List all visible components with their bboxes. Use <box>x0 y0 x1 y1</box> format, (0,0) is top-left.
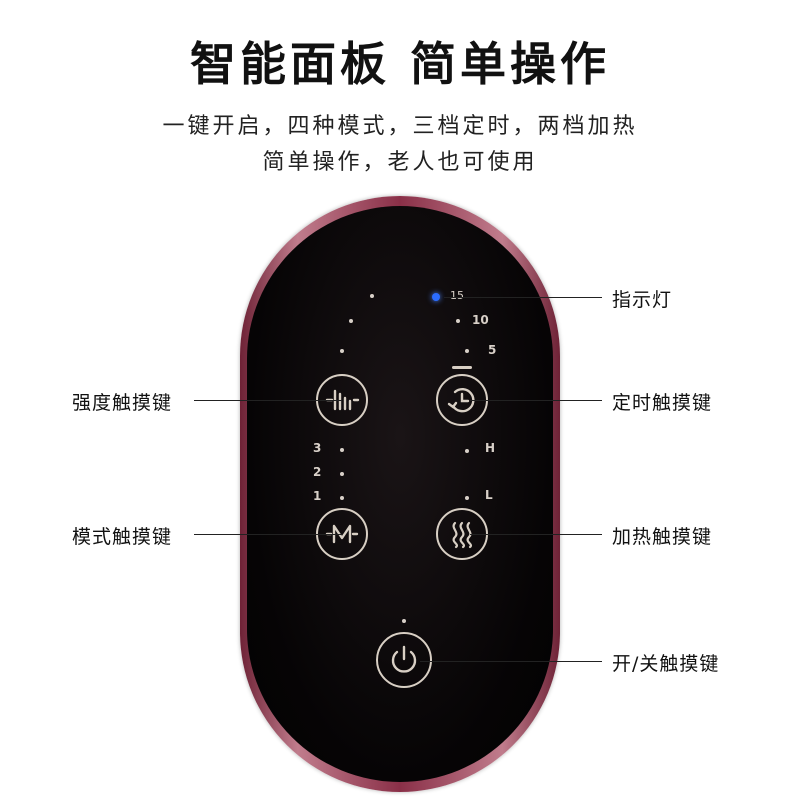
power-callout-line <box>420 661 602 662</box>
mode-callout: 模式触摸键 <box>72 526 173 548</box>
timer-label-10: 10 <box>472 313 489 327</box>
mode-level-label-1: 1 <box>313 489 322 503</box>
heat-dot-high <box>465 449 469 453</box>
heat-label-high: H <box>485 441 496 455</box>
clock-icon <box>447 388 475 413</box>
timer-label-15: 15 <box>450 289 464 302</box>
page-title: 智能面板 简单操作 <box>189 37 610 91</box>
timer-callout-line <box>470 400 602 401</box>
timer-dot-5 <box>465 349 469 353</box>
timer-dot-10 <box>456 319 460 323</box>
power-callout: 开/关触摸键 <box>612 653 720 675</box>
timer-label-5: 5 <box>488 343 497 357</box>
timer-callout: 定时触摸键 <box>612 392 713 414</box>
remote-panel <box>247 206 553 782</box>
mode-level-dot-1 <box>340 496 344 500</box>
heat-dot-low <box>465 496 469 500</box>
subtitle-easy: 简单操作，老人也可使用 <box>262 150 538 175</box>
heat-callout: 加热触摸键 <box>612 526 713 548</box>
mode-level-label-3: 3 <box>313 441 322 455</box>
mode-callout-line <box>194 534 342 535</box>
power-icon <box>391 645 417 673</box>
heat-waves-icon <box>452 521 473 549</box>
subtitle-features: 一键开启，四种模式，三档定时，两档加热 <box>162 114 638 139</box>
intensity-callout: 强度触摸键 <box>72 392 173 414</box>
mode-level-dot-3 <box>340 448 344 452</box>
indicator-callout-line <box>444 297 602 298</box>
mode-level-dot-2 <box>340 472 344 476</box>
indicator-light <box>432 293 440 301</box>
intensity-dot-mid <box>349 319 353 323</box>
heat-callout-line <box>470 534 602 535</box>
indicator-callout: 指示灯 <box>612 289 673 311</box>
power-indicator-dot <box>402 619 406 623</box>
timer-bar-icon <box>452 366 472 369</box>
intensity-dot-top <box>370 294 374 298</box>
mode-level-label-2: 2 <box>313 465 322 479</box>
intensity-callout-line <box>194 400 342 401</box>
heat-label-low: L <box>485 488 493 502</box>
power-button[interactable] <box>376 632 432 688</box>
intensity-dot-low <box>340 349 344 353</box>
